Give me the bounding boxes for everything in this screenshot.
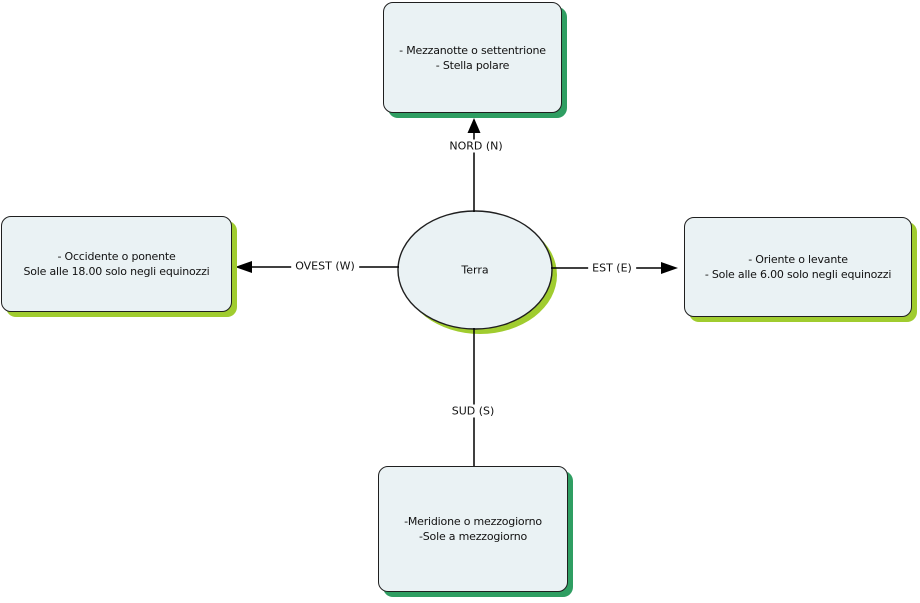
west-arrowhead-icon <box>235 261 252 273</box>
north-arrowhead-icon <box>467 118 481 133</box>
label-south: SUD (S) <box>447 404 499 418</box>
terra-node-label: Terra <box>461 263 489 277</box>
label-north: NORD (N) <box>445 139 507 153</box>
label-east: EST (E) <box>588 261 636 275</box>
west-box-line1: - Occidente o ponente <box>57 250 176 263</box>
south-box-line1: -Meridione o mezzogiorno <box>404 515 542 528</box>
label-west: OVEST (W) <box>291 259 359 273</box>
south-box-line2: -Sole a mezzogiorno <box>419 530 527 543</box>
east-box-line2: - Sole alle 6.00 solo negli equinozzi <box>704 268 892 281</box>
node-north-box: - Mezzanotte o settentrione - Stella pol… <box>383 2 562 113</box>
east-box-line1: - Oriente o levante <box>748 253 848 266</box>
north-box-line1: - Mezzanotte o settentrione <box>399 43 546 57</box>
node-east-box: - Oriente o levante - Sole alle 6.00 sol… <box>684 217 912 317</box>
terra-ellipse <box>397 210 553 330</box>
node-south-box: -Meridione o mezzogiorno -Sole a mezzogi… <box>378 466 568 592</box>
east-arrowhead-icon <box>661 262 678 274</box>
west-box-line2: Sole alle 18.00 solo negli equinozzi <box>23 265 210 278</box>
north-box-line2: - Stella polare <box>435 58 510 72</box>
node-west-box: - Occidente o ponente Sole alle 18.00 so… <box>1 216 232 312</box>
